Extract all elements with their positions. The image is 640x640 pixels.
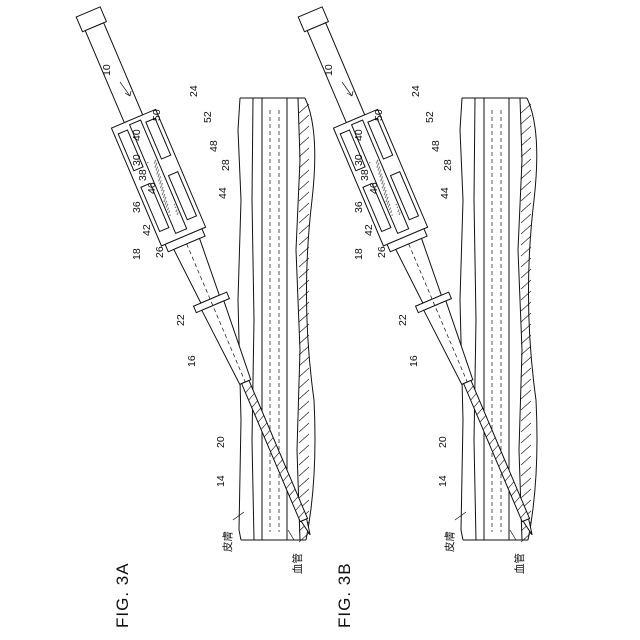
tissue-hatch <box>521 390 531 399</box>
ref-numeral-40: 40 <box>353 129 365 141</box>
ref-numeral-36: 36 <box>353 201 365 213</box>
ref-numeral-20: 20 <box>437 436 449 448</box>
ref-numeral-50: 50 <box>373 109 385 121</box>
tissue-hatch <box>521 302 531 311</box>
tissue-hatch <box>521 280 531 289</box>
vessel-leader <box>510 530 516 540</box>
ref-numeral-30: 30 <box>353 154 365 166</box>
tissue-hatch <box>521 456 531 465</box>
deep-tissue-line <box>518 98 522 540</box>
ref-numeral-22: 22 <box>397 314 409 326</box>
tissue-hatch <box>521 137 531 146</box>
ref-numeral-38: 38 <box>359 169 371 181</box>
tissue-hatch <box>521 159 531 168</box>
tissue-hatch <box>521 148 531 157</box>
vessel-label: 血管 <box>513 553 526 574</box>
skin-surface-line <box>460 98 463 540</box>
tissue-hatch <box>521 313 531 322</box>
tissue-hatch <box>521 203 531 212</box>
reference-labels: 10 24 50 52 40 48 30 28 3846 44 36 42 18 26 22 16 20 14 皮膚… <box>323 64 526 574</box>
ref-numeral-10: 10 <box>323 64 335 76</box>
tissue-hatch <box>521 401 531 410</box>
tissue-hatch <box>521 423 531 432</box>
ref-numeral-16: 16 <box>408 355 420 367</box>
ref-numeral-24: 24 <box>410 85 422 97</box>
tissue-hatch <box>521 291 531 300</box>
skin-inner-line <box>474 98 476 540</box>
ref-numeral-46: 46 <box>368 182 380 194</box>
tissue-hatch <box>521 445 531 454</box>
ref-numeral-48: 48 <box>430 140 442 152</box>
ref-numeral-42: 42 <box>363 224 375 236</box>
tissue-hatch <box>521 478 531 487</box>
tissue-hatch <box>521 412 531 421</box>
tissue-outer-boundary <box>527 98 537 540</box>
tissue-hatch <box>521 357 531 366</box>
ref-numeral-26: 26 <box>376 246 388 258</box>
tissue-hatch <box>521 434 531 443</box>
ref-numeral-44: 44 <box>439 187 451 199</box>
ref-numeral-52: 52 <box>424 111 436 123</box>
tissue-hatch <box>521 467 531 476</box>
tissue-hatch <box>521 225 531 234</box>
tissue-layers <box>460 98 537 542</box>
tissue-hatch <box>521 181 531 190</box>
tissue-hatch <box>521 115 531 124</box>
figure-group-1: 10 24 50 52 40 48 30 28 3846 44 36 42 18 26 22 16 20 14 皮膚… <box>288 3 554 628</box>
tissue-hatch <box>521 126 531 135</box>
tissue-hatch <box>521 269 531 278</box>
tissue-hatch <box>521 533 531 542</box>
tissue-hatch <box>521 379 531 388</box>
tissue-hatch <box>521 346 531 355</box>
tissue-hatch <box>521 104 531 113</box>
tissue-hatch <box>521 214 531 223</box>
needle-hub-shaft <box>307 23 364 123</box>
tissue-hatch <box>521 170 531 179</box>
tissue-hatch <box>521 192 531 201</box>
catheter-assembly <box>288 3 554 545</box>
skin-label: 皮膚 <box>443 531 456 552</box>
figure-caption: FIG. 3B <box>335 562 354 628</box>
tissue-hatch <box>521 489 531 498</box>
outer-catheter-tube <box>464 380 530 521</box>
ref-numeral-28: 28 <box>442 159 454 171</box>
tissue-hatch <box>521 368 531 377</box>
ref-numeral-14: 14 <box>437 475 449 487</box>
ref-numeral-18: 18 <box>353 248 365 260</box>
skin-leader <box>455 512 466 520</box>
